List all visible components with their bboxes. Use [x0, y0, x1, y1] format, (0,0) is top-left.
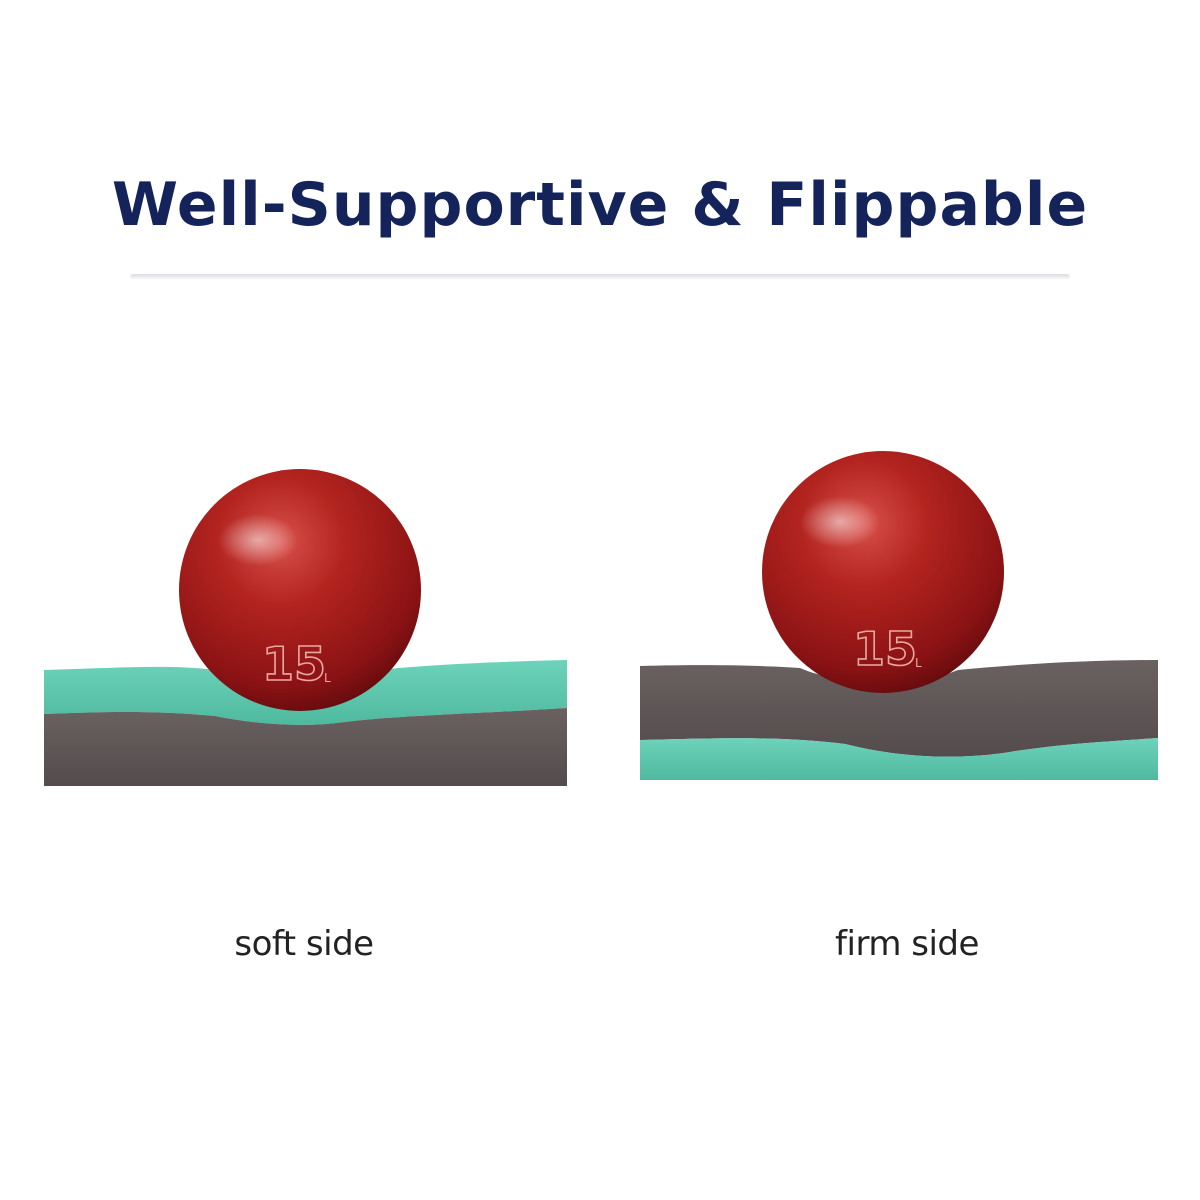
firm-side-panel: 15 L — [640, 451, 1158, 780]
title-divider — [130, 274, 1070, 280]
weight-ball: 15 L — [762, 451, 1004, 693]
firm-side-caption: firm side — [835, 924, 979, 964]
soft-foam-layer — [640, 738, 1158, 780]
svg-text:L: L — [915, 656, 922, 670]
firm-foam-layer — [640, 660, 1158, 757]
ball-weight-label: 15 — [262, 637, 326, 691]
soft-side-panel: 15 L — [44, 469, 567, 786]
weight-ball: 15 L — [179, 469, 421, 711]
page-title: Well-Supportive & Flippable — [111, 170, 1089, 240]
svg-text:L: L — [324, 671, 331, 685]
soft-foam-layer — [44, 660, 567, 725]
ball-weight-label: 15 — [853, 622, 917, 676]
firm-foam-layer — [44, 708, 567, 786]
soft-side-caption: soft side — [234, 924, 374, 964]
